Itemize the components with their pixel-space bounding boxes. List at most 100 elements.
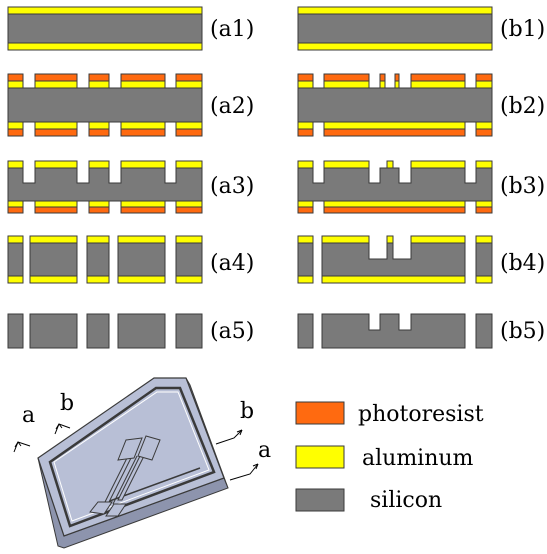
- layer-aluminum: [7, 80, 24, 89]
- layer-photoresist: [297, 206, 314, 214]
- layer-aluminum: [34, 121, 78, 130]
- layer-silicon: [7, 313, 24, 349]
- section-arrow-a-right: [229, 463, 259, 481]
- layer-silicon: [321, 242, 466, 277]
- layer-aluminum: [34, 80, 78, 89]
- layer-aluminum: [297, 42, 493, 51]
- layer-aluminum: [7, 42, 203, 51]
- label-b4: (b4): [500, 251, 545, 276]
- step-a3: (a3): [7, 160, 254, 214]
- layer-aluminum: [323, 121, 466, 130]
- layer-aluminum: [120, 200, 166, 208]
- chip-pad-bottom-right: [105, 503, 127, 517]
- chip-label-b-right: b: [240, 399, 254, 424]
- label-b1: (b1): [500, 17, 545, 42]
- layer-aluminum: [323, 160, 370, 169]
- legend-label-aluminum: aluminum: [362, 446, 474, 471]
- layer-aluminum: [475, 200, 493, 208]
- step-b5: (b5): [297, 313, 545, 349]
- layer-aluminum: [117, 235, 166, 244]
- layer-aluminum: [475, 80, 493, 89]
- layer-photoresist: [88, 128, 110, 137]
- layer-photoresist: [323, 73, 370, 82]
- layer-aluminum: [297, 6, 493, 15]
- layer-aluminum: [120, 80, 166, 89]
- layer-photoresist: [34, 128, 78, 137]
- layer-silicon: [297, 87, 493, 123]
- layer-photoresist: [297, 73, 314, 82]
- chip-label-b-left: b: [60, 391, 74, 416]
- layer-aluminum: [410, 235, 466, 244]
- section-arrow-b-left: [54, 423, 71, 435]
- layer-silicon: [29, 242, 78, 277]
- layer-silicon: [117, 313, 166, 349]
- layer-photoresist: [7, 206, 24, 214]
- layer-silicon: [175, 313, 203, 349]
- step-b3: (b3): [297, 160, 545, 214]
- layer-aluminum: [386, 160, 394, 169]
- layer-photoresist: [475, 206, 493, 214]
- layer-silicon: [7, 87, 203, 123]
- layer-aluminum: [475, 235, 493, 244]
- layer-photoresist: [88, 73, 110, 82]
- step-a4: (a4): [7, 235, 254, 284]
- layer-photoresist: [475, 73, 493, 82]
- layer-aluminum: [117, 275, 166, 284]
- layer-photoresist: [394, 73, 400, 82]
- layer-silicon: [7, 167, 203, 202]
- layer-aluminum: [88, 200, 110, 208]
- layer-aluminum: [297, 235, 314, 244]
- layer-silicon: [297, 313, 314, 349]
- legend-label-silicon: silicon: [370, 488, 442, 513]
- layer-aluminum: [88, 160, 110, 169]
- layer-silicon: [86, 242, 110, 277]
- label-a4: (a4): [210, 251, 254, 276]
- layer-aluminum: [297, 160, 314, 169]
- layer-photoresist: [323, 206, 466, 214]
- layer-aluminum: [175, 121, 203, 130]
- step-b4: (b4): [297, 235, 545, 284]
- layer-photoresist: [88, 206, 110, 214]
- layer-silicon: [475, 313, 493, 349]
- layer-aluminum: [394, 80, 400, 89]
- layer-silicon: [297, 13, 493, 44]
- layer-silicon: [86, 313, 110, 349]
- legend-item-aluminum: aluminum: [295, 445, 474, 471]
- layer-aluminum: [7, 200, 24, 208]
- layer-silicon: [7, 242, 24, 277]
- layer-aluminum: [323, 200, 466, 208]
- legend: photoresist aluminum silicon: [295, 401, 484, 513]
- layer-aluminum: [297, 80, 314, 89]
- layer-aluminum: [297, 275, 314, 284]
- step-a5: (a5): [7, 313, 254, 349]
- label-b2: (b2): [500, 94, 545, 119]
- step-b1: (b1): [297, 6, 545, 51]
- layer-aluminum: [321, 235, 370, 244]
- chip-pad-top-right: [137, 435, 161, 461]
- layer-photoresist: [34, 73, 78, 82]
- layer-aluminum: [7, 6, 203, 15]
- layer-silicon: [297, 167, 493, 202]
- label-a3: (a3): [210, 174, 254, 199]
- layer-aluminum: [175, 275, 203, 284]
- layer-aluminum: [321, 275, 466, 284]
- legend-swatch-silicon: [295, 488, 345, 512]
- step-a2: (a2): [7, 73, 254, 137]
- layer-aluminum: [297, 200, 314, 208]
- layer-photoresist: [175, 206, 203, 214]
- layer-aluminum: [410, 160, 466, 169]
- layer-aluminum: [297, 121, 314, 130]
- section-arrow-a-left: [13, 441, 31, 453]
- chip-label-a-left: a: [22, 403, 35, 428]
- layer-silicon: [7, 13, 203, 44]
- layer-photoresist: [175, 73, 203, 82]
- layer-silicon: [29, 313, 78, 349]
- layer-silicon: [175, 242, 203, 277]
- section-arrow-b-right: [215, 429, 243, 445]
- layer-silicon: [321, 313, 466, 349]
- layer-photoresist: [7, 128, 24, 137]
- layer-aluminum: [34, 200, 78, 208]
- layer-aluminum: [88, 121, 110, 130]
